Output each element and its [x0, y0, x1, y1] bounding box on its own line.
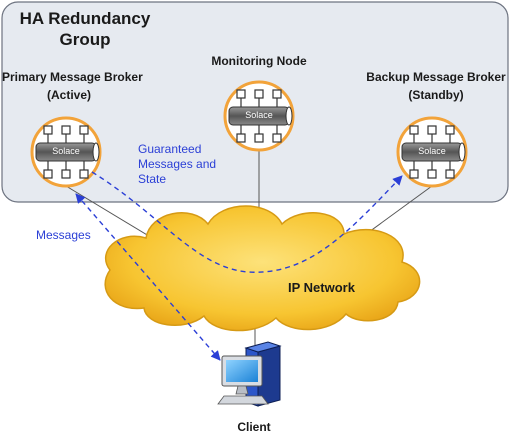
ip-network-label: IP Network [288, 280, 355, 295]
backup-node-status: (Standby) [408, 88, 464, 102]
primary-node-status: (Active) [46, 88, 91, 102]
primary-solace-chip-label: Solace [52, 146, 80, 156]
backup-node-label: Backup Message Broker (Standby) [366, 68, 506, 104]
messages-flow-label: Messages [36, 228, 91, 242]
client-computer-icon [217, 341, 282, 407]
primary-node-name: Primary Message Broker [2, 70, 143, 84]
guaranteed-flow-label: Guaranteed Messages and State [138, 142, 216, 187]
messages-flow-arrow [75, 193, 221, 361]
ip-network-cloud [104, 205, 421, 332]
group-title-line1: HA Redundancy [19, 9, 151, 28]
group-title: HA Redundancy Group [0, 8, 170, 50]
monitoring-node [223, 80, 295, 152]
primary-broker-node [30, 116, 102, 188]
guaranteed-flow-arrow [91, 171, 403, 273]
guaranteed-flow-line1: Guaranteed [138, 142, 202, 156]
backup-node-name: Backup Message Broker [366, 70, 506, 84]
backup-solace-chip-label: Solace [418, 146, 446, 156]
backup-broker-node [396, 116, 468, 188]
guaranteed-flow-line2: Messages and [138, 157, 217, 171]
monitoring-solace-chip-label: Solace [245, 110, 273, 120]
primary-node-label: Primary Message Broker (Active) [2, 68, 143, 104]
client-label: Client [237, 420, 271, 434]
monitoring-node-label: Monitoring Node [211, 54, 307, 68]
group-title-line2: Group [59, 30, 111, 49]
guaranteed-flow-line3: State [138, 172, 167, 186]
